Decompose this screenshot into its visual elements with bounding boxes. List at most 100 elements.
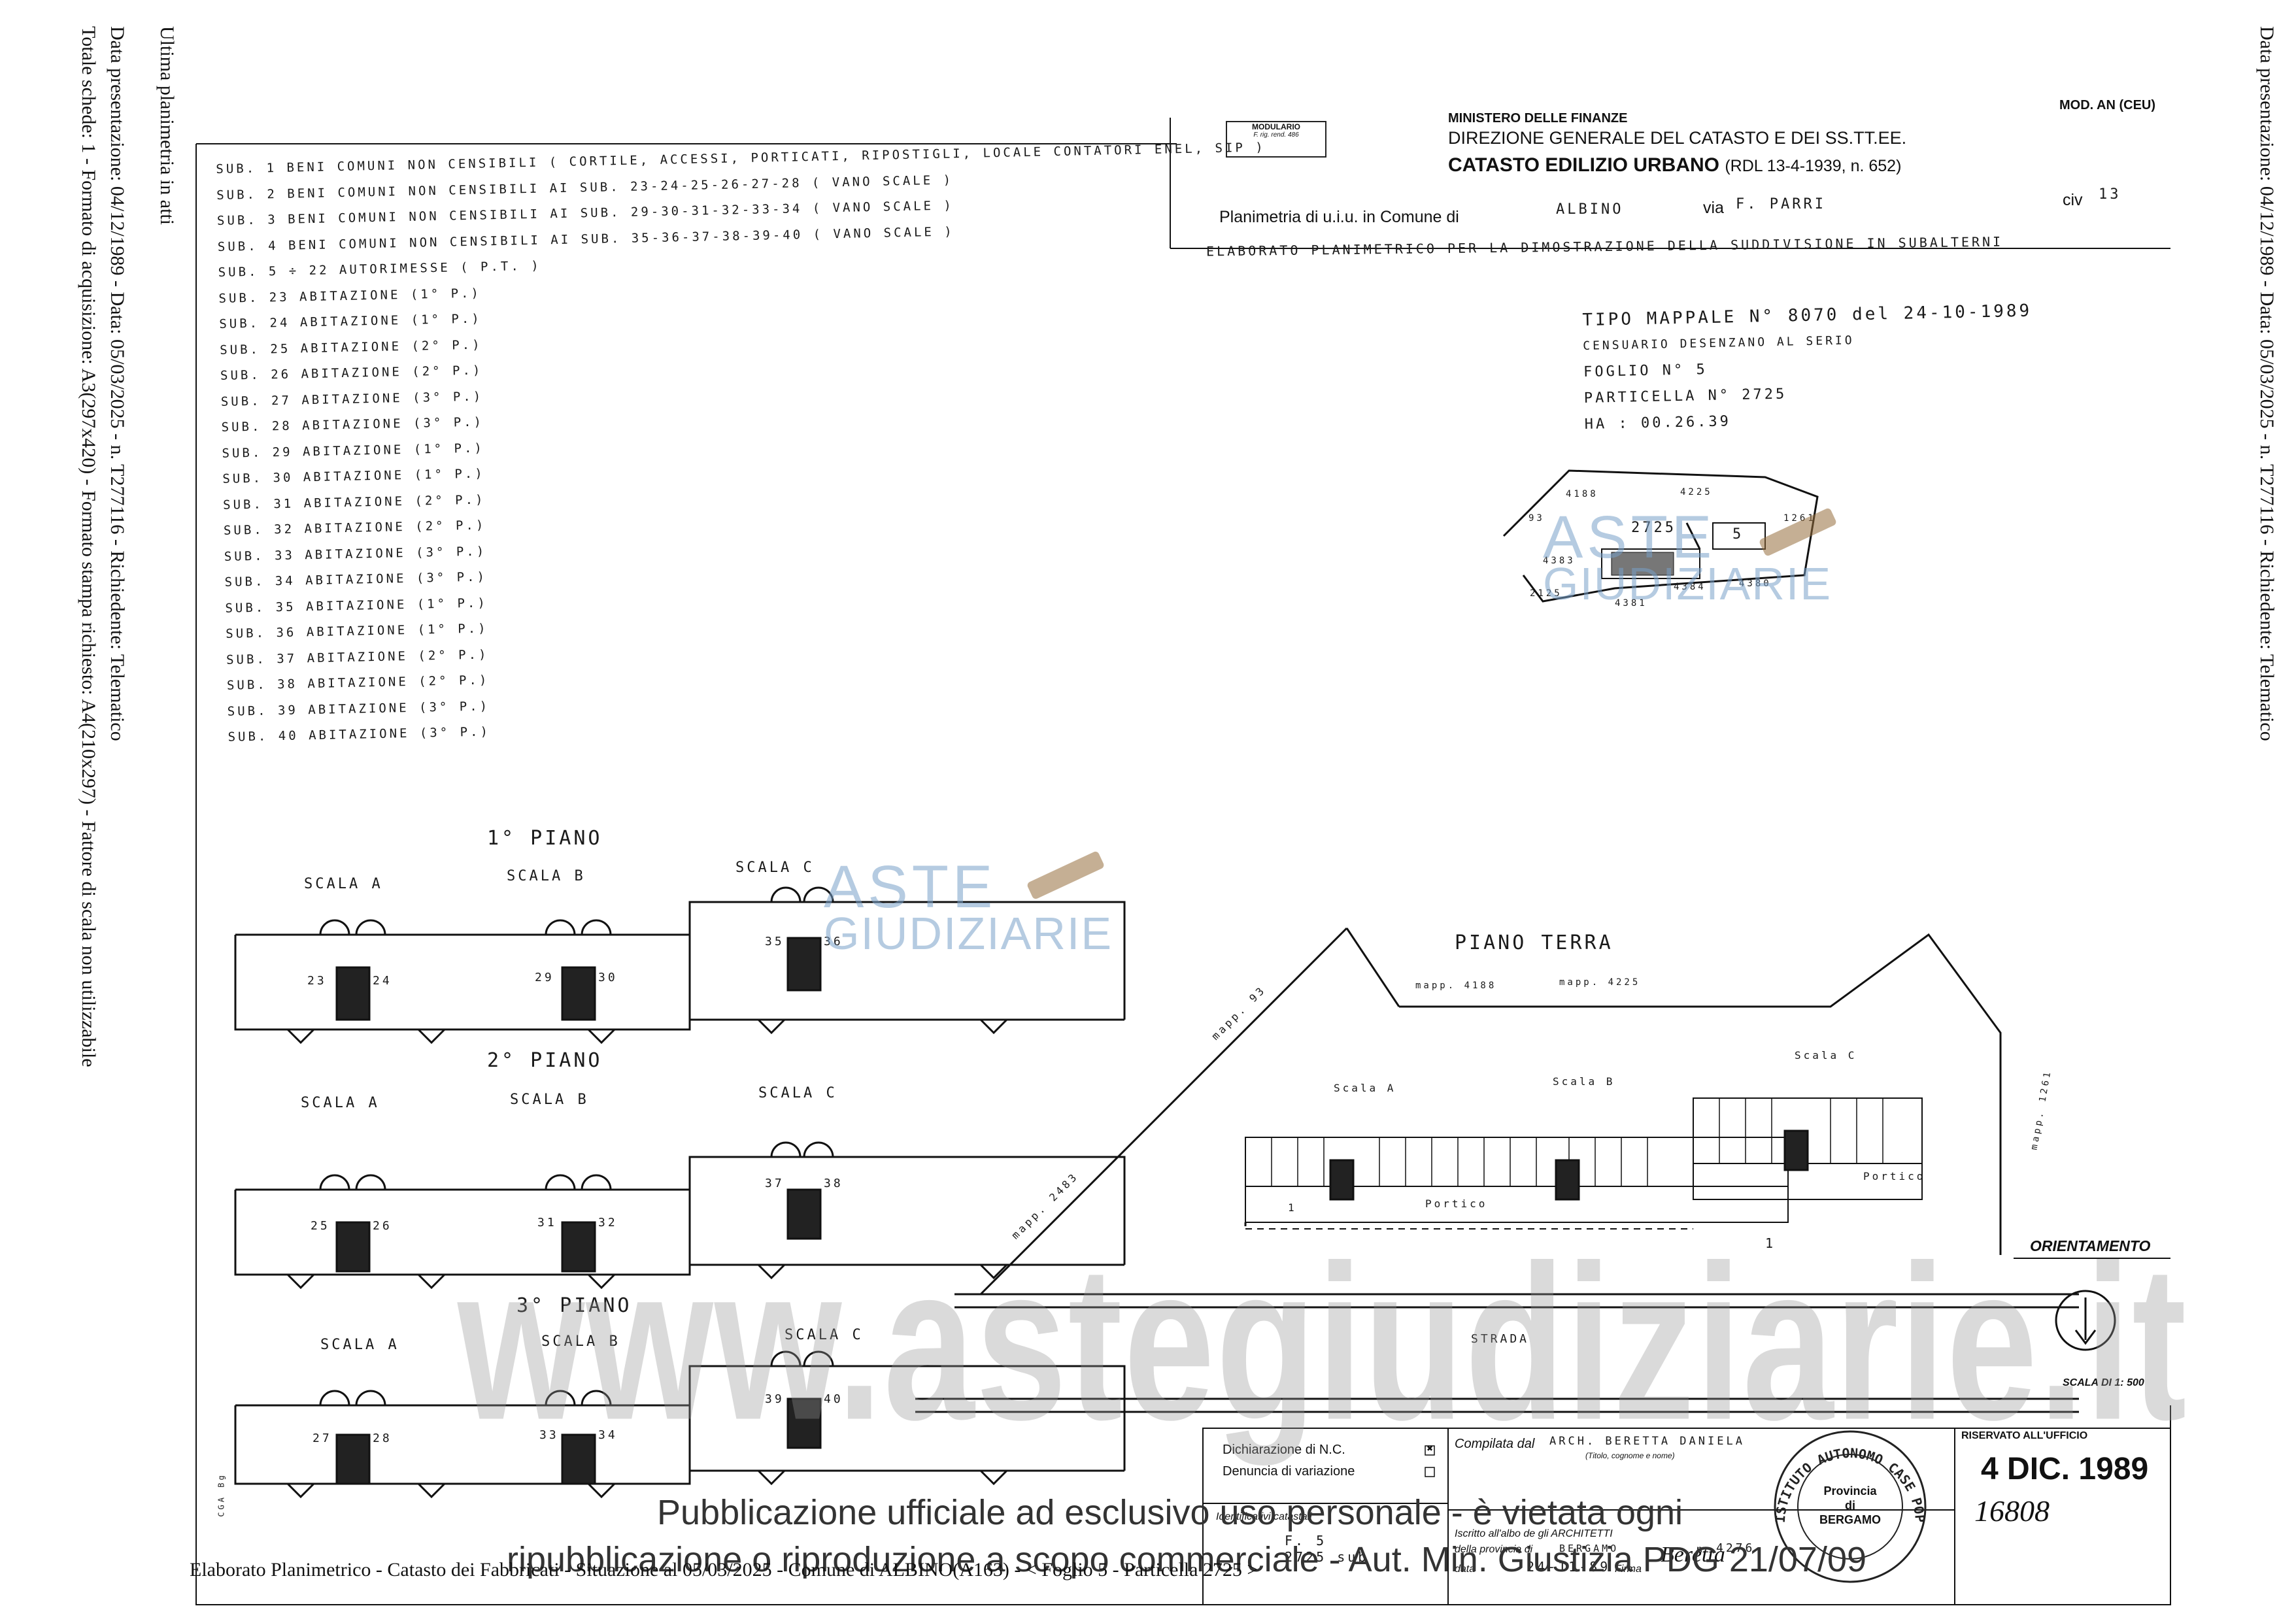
aste-logo-text: ASTE: [1543, 504, 1716, 571]
map-foglio: 5: [1732, 526, 1744, 543]
floor-2-scala-b: SCALA B: [510, 1092, 589, 1108]
provincia-value: BERGAMO: [1559, 1543, 1619, 1554]
unit-37: 37: [765, 1177, 785, 1190]
url-watermark: www.astegiudiziarie.it: [458, 1219, 2188, 1466]
floor-3-scala-a: SCALA A: [320, 1337, 399, 1353]
map-label-4380: 4380: [1739, 578, 1772, 589]
num-label: n.: [1697, 1544, 1706, 1555]
unit-31: 31: [537, 1216, 557, 1230]
compilata-label: Compilata dal: [1455, 1437, 1535, 1451]
seal-inner-line: BERGAMO: [1819, 1513, 1881, 1526]
ground-scala-c: Scala C: [1795, 1049, 1857, 1062]
ground-mapp-4225: mapp. 4225: [1559, 977, 1641, 988]
civ-label: civ: [2063, 191, 2083, 209]
signature: Beretta: [1661, 1543, 1725, 1567]
modulario-label: MODULARIO: [1252, 122, 1300, 131]
part-value: 2725 sub: [1285, 1549, 1369, 1565]
stamp-date: 4 DIC. 1989: [1981, 1452, 2149, 1486]
seal-inner-line: di: [1845, 1499, 1855, 1512]
catasto-ref: (RDL 13-4-1939, n. 652): [1725, 157, 1902, 175]
unit-35: 35: [765, 935, 785, 948]
unit-23: 23: [307, 974, 327, 988]
ground-portico-1: Portico: [1425, 1197, 1488, 1210]
data-label: data: [1455, 1564, 1476, 1575]
seal-inner-line: Provincia: [1823, 1484, 1877, 1498]
unit-36: 36: [824, 935, 843, 948]
foglio-value: F. 5: [1285, 1533, 1327, 1548]
floor-1-title: 1° PIANO: [487, 827, 603, 850]
ground-portico-2: Portico: [1863, 1170, 1926, 1182]
floor-1-scala-c: SCALA C: [735, 860, 815, 876]
floor-3-title: 3° PIANO: [516, 1294, 632, 1317]
unit-25: 25: [311, 1219, 330, 1233]
map-particella: 2725: [1631, 520, 1676, 536]
dichiarazione-nc-label: Dichiarazione di N.C.: [1223, 1443, 1345, 1457]
tipo-mappale-block: TIPO MAPPALE N° 8070 del 24-10-1989 CENS…: [1582, 298, 2034, 438]
floor-2-scala-c: SCALA C: [758, 1085, 837, 1101]
provincia-label: della provincia di: [1455, 1544, 1533, 1555]
cancelleria-mark: CGA Bg: [216, 1473, 226, 1517]
iscritto-label: Iscritto all'albo de gli ARCHITETTI: [1455, 1528, 1613, 1539]
giudiziarie-logo-text: GIUDIZIARIE: [1543, 558, 1832, 609]
floor-1-scala-b: SCALA B: [507, 868, 586, 884]
compilata-name: ARCH. BERETTA DANIELA: [1549, 1435, 1745, 1448]
map-label-2125: 2125: [1530, 588, 1562, 599]
floor-3-scala-c: SCALA C: [785, 1327, 864, 1343]
map-label-93: 93: [1528, 513, 1545, 524]
ground-mapp-4188: mapp. 4188: [1415, 980, 1497, 991]
official-seal: ISTITUTO AUTONOMO CASE POPOLARI: [1759, 1425, 1928, 1583]
map-label-4384: 4384: [1674, 582, 1706, 592]
firma-label: Firma: [1615, 1564, 1642, 1575]
map-label-4188: 4188: [1566, 489, 1598, 499]
civ-value: 13: [2099, 186, 2121, 203]
unit-27: 27: [312, 1431, 332, 1445]
mod-code: MOD. AN (CEU): [2059, 98, 2156, 112]
modulario-sub: F. rig. rend. 486: [1253, 131, 1299, 139]
unit-38: 38: [824, 1177, 843, 1190]
data-value: 24-11-89: [1527, 1559, 1611, 1575]
ground-scala-a: Scala A: [1334, 1082, 1396, 1094]
street-label: STRADA: [1471, 1332, 1530, 1346]
publication-notice-line2: ripubblicazione o riproduzione a scopo c…: [507, 1540, 1867, 1579]
ministry-name: MINISTERO DELLE FINANZE: [1448, 111, 1628, 125]
floor-2-scala-a: SCALA A: [301, 1095, 380, 1111]
floor-1-scala-a: SCALA A: [304, 876, 383, 892]
map-label-4381: 4381: [1615, 598, 1647, 609]
document-footer: Elaborato Planimetrico - Catasto dei Fab…: [190, 1559, 1258, 1581]
checkbox-nc-mark: ✖: [1427, 1444, 1434, 1453]
aste-logo-watermark-1: ASTE GIUDIZIARIE: [824, 853, 1113, 960]
orientamento-label: ORIENTAMENTO: [2030, 1237, 2151, 1254]
subalterni-list: SUB. 1 BENI COMUNI NON CENSIBILI ( CORTI…: [216, 135, 1277, 750]
unit-40: 40: [824, 1392, 843, 1406]
ground-sub-1-court: 1: [1765, 1235, 1776, 1251]
unit-33: 33: [539, 1428, 559, 1442]
floor-3-scala-b: SCALA B: [541, 1333, 620, 1350]
unit-30: 30: [598, 971, 618, 984]
modulario-box: MODULARIO F. rig. rend. 486: [1226, 121, 1326, 158]
floor-2-title: 2° PIANO: [487, 1049, 603, 1072]
via-value: F. PARRI: [1736, 196, 1826, 212]
map-label-4225: 4225: [1680, 487, 1713, 497]
direction-name: DIREZIONE GENERALE DEL CATASTO E DEI SS.…: [1448, 128, 1907, 148]
denuncia-variazione-label: Denuncia di variazione: [1223, 1464, 1355, 1479]
ground-sub-1: 1: [1288, 1201, 1297, 1214]
protocol-number: 16808: [1974, 1494, 2050, 1528]
unit-34: 34: [598, 1428, 618, 1442]
unit-24: 24: [373, 974, 392, 988]
unit-39: 39: [765, 1392, 785, 1406]
riservato-label: RISERVATO ALL'UFFICIO: [1961, 1430, 2088, 1441]
unit-26: 26: [373, 1219, 392, 1233]
aste-logo-watermark-2: ASTE GIUDIZIARIE: [1543, 503, 1832, 610]
scale-label: SCALA DI 1: 500: [2063, 1377, 2144, 1388]
comune-value: ALBINO: [1556, 201, 1624, 218]
seal-inner: Provincia di BERGAMO: [1817, 1484, 1883, 1527]
unit-29: 29: [535, 971, 554, 984]
publication-notice-line1: Pubblicazione ufficiale ad esclusivo uso…: [657, 1493, 1683, 1532]
planimetria-label: Planimetria di u.i.u. in Comune di: [1219, 208, 1459, 226]
via-label: via: [1703, 199, 1724, 217]
identificativi-label: Identificativi catastali: [1216, 1511, 1312, 1522]
titolo-label: (Titolo, cognome e nome): [1585, 1451, 1675, 1460]
unit-32: 32: [598, 1216, 618, 1230]
giudiziarie-logo-text: GIUDIZIARIE: [824, 908, 1113, 959]
